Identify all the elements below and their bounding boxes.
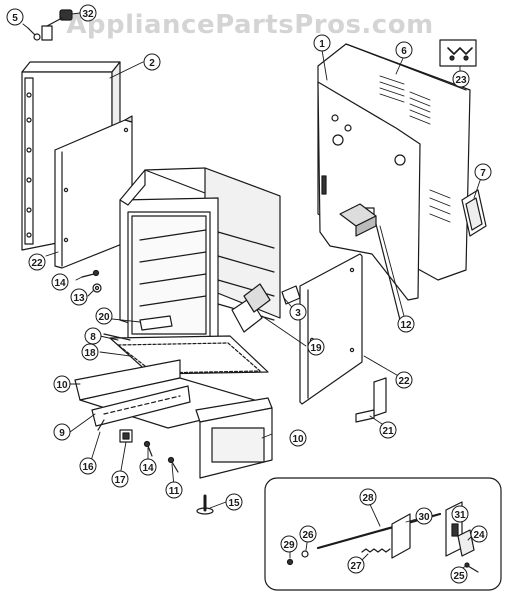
callout-17: 17 [111,470,129,488]
part-21-bracket [355,377,387,423]
svg-text:9: 9 [59,428,65,439]
part-5-screw [27,27,41,41]
part-19-hinge-receiver [231,283,271,333]
svg-text:14: 14 [54,278,66,289]
svg-text:32: 32 [82,9,94,20]
part-3-hinge-bracket [281,285,301,305]
part-14-screw-bottom [143,440,153,457]
part-15-leveling-leg [196,494,214,515]
svg-text:22: 22 [31,258,43,269]
callout-10-right: 10 [289,429,307,447]
callout-25: 25 [450,566,468,584]
callout-16: 16 [79,457,97,475]
part-12-element-box [339,203,401,321]
callout-22-left: 22 [28,253,46,271]
svg-text:31: 31 [454,510,466,521]
svg-text:27: 27 [350,561,362,572]
part-29-screw [286,558,294,566]
callout-1: 1 [313,34,331,52]
callout-23: 23 [452,70,470,88]
svg-text:22: 22 [398,376,410,387]
svg-text:7: 7 [480,168,486,179]
svg-text:29: 29 [283,540,295,551]
inset-detail-box [264,477,502,591]
callout-21: 21 [379,421,397,439]
svg-text:10: 10 [292,434,304,445]
callout-29: 29 [280,535,298,553]
part-22-right-side-panel [299,253,363,405]
callout-26: 26 [299,525,317,543]
svg-text:23: 23 [455,75,467,86]
svg-text:14: 14 [142,463,154,474]
svg-text:13: 13 [73,293,85,304]
callout-24: 24 [470,525,488,543]
part-11-screw [167,456,179,473]
svg-text:20: 20 [98,312,110,323]
part-17-clip [119,429,133,443]
part-10-base-frame-right [195,397,273,479]
part-22-left-side-panel [54,115,133,269]
part-14-screw-left [81,269,100,278]
svg-text:8: 8 [90,332,96,343]
callout-8: 8 [84,327,102,345]
svg-text:18: 18 [84,348,96,359]
part-7-cover-plate [461,189,487,237]
svg-text:12: 12 [400,320,412,331]
part-23-wire-harness [439,39,477,67]
part-16-bracket [97,419,105,431]
part-13-grommet [92,283,102,293]
callout-15: 15 [225,493,243,511]
svg-text:19: 19 [310,343,322,354]
svg-text:1: 1 [319,39,325,50]
callout-5: 5 [6,8,24,26]
callout-27: 27 [347,556,365,574]
svg-text:11: 11 [169,486,180,497]
callout-32: 32 [79,4,97,22]
callout-22-right: 22 [395,371,413,389]
callout-30: 30 [415,507,433,525]
callout-6: 6 [395,41,413,59]
callout-9: 9 [53,423,71,441]
svg-text:15: 15 [228,498,240,509]
callout-2: 2 [143,53,161,71]
svg-text:6: 6 [401,46,407,57]
callout-3: 3 [289,303,307,321]
svg-text:25: 25 [453,571,465,582]
callout-11: 11 [165,481,183,499]
callout-28: 28 [359,488,377,506]
callout-31: 31 [451,505,469,523]
svg-text:24: 24 [473,530,485,541]
svg-text:17: 17 [114,475,126,486]
svg-text:10: 10 [56,380,68,391]
callout-12: 12 [397,315,415,333]
part-26-nut [301,550,309,558]
callout-14-bottom: 14 [139,458,157,476]
part-32-clip [41,9,73,41]
callout-13: 13 [70,288,88,306]
part-18-bottom-insulation [109,335,269,375]
svg-text:26: 26 [302,530,314,541]
svg-text:16: 16 [82,462,94,473]
callout-19: 19 [307,338,325,356]
part-8-gasket [103,333,131,341]
callout-14-left: 14 [51,273,69,291]
svg-text:28: 28 [362,493,374,504]
callout-10-left: 10 [53,375,71,393]
part-20-bracket [139,315,173,331]
part-24-latch [457,529,475,557]
svg-text:30: 30 [418,512,430,523]
svg-text:5: 5 [12,13,18,24]
oven-cavity [119,167,281,353]
svg-text:2: 2 [149,58,155,69]
part-9-vent-strip [91,385,191,427]
part-27-spring [361,548,391,553]
callout-20: 20 [95,307,113,325]
callout-7: 7 [474,163,492,181]
part-30-bracket-inset [391,513,411,559]
svg-text:3: 3 [295,308,301,319]
callout-18: 18 [81,343,99,361]
callouts: 1 2 3 5 6 7 8 9 10 10 11 12 13 14 14 15 … [6,4,492,584]
svg-text:21: 21 [382,426,394,437]
